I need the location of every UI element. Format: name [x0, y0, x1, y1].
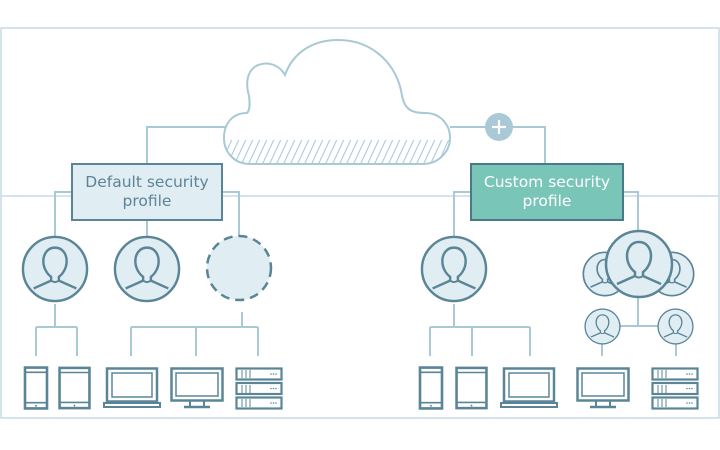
monitor-icon: [576, 367, 630, 409]
tablet-icon: [58, 366, 91, 410]
monitor-icon: [170, 367, 224, 409]
default-security-profile-box: Default security profile: [71, 163, 223, 221]
add-connection-icon: [485, 113, 513, 141]
tablet-icon: [455, 366, 488, 410]
user-icon: [113, 235, 181, 303]
phone-icon: [418, 366, 444, 410]
laptop-icon: [500, 367, 558, 409]
connector-lines: [35, 126, 677, 356]
server-icon: [651, 367, 699, 410]
user-icon: [584, 308, 621, 345]
custom-security-profile-box: Custom security profile: [470, 163, 624, 221]
placeholder-user-icon: [205, 234, 273, 302]
user-icon: [21, 235, 89, 303]
custom-profile-label-line1: Custom security: [483, 173, 611, 191]
user-group-icon: [582, 229, 695, 299]
phone-icon: [23, 366, 49, 410]
laptop-icon: [103, 367, 161, 409]
custom-profile-label-line2: profile: [522, 192, 572, 210]
server-icon: [235, 367, 283, 410]
cloud-icon: [222, 38, 452, 165]
default-profile-label-line1: Default security: [85, 173, 209, 191]
default-profile-label-line2: profile: [122, 192, 172, 210]
diagram-frame-sides: [0, 196, 720, 419]
diagram-frame: [0, 27, 720, 197]
user-icon: [657, 308, 694, 345]
user-icon: [420, 235, 488, 303]
